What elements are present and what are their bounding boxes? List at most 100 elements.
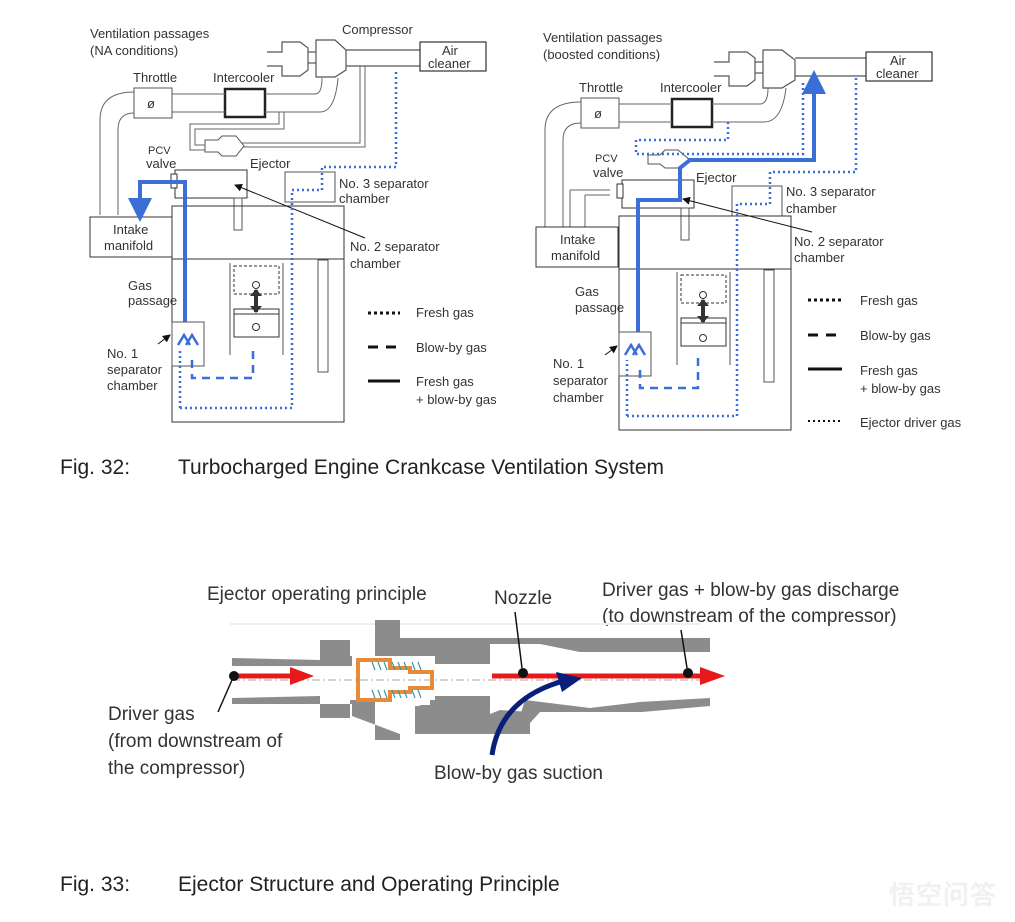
air-cleaner-label-1: Air xyxy=(442,43,459,58)
title-line1: Ventilation passages xyxy=(543,30,663,45)
throttle-symbol: ø xyxy=(594,106,602,121)
nozzle-label: Nozzle xyxy=(494,588,552,609)
no2-pointer xyxy=(234,183,366,239)
gas-passage-label-2: passage xyxy=(128,293,177,308)
title-line2: (NA conditions) xyxy=(90,43,178,58)
intake-label-1: Intake xyxy=(113,222,148,237)
throttle-box xyxy=(580,97,620,129)
no3-label-2: chamber xyxy=(786,201,837,216)
principle-label: Ejector operating principle xyxy=(207,584,427,605)
legend-item: Ejector driver gas xyxy=(860,415,962,430)
no1-label-3: chamber xyxy=(107,378,158,393)
intercooler-label: Intercooler xyxy=(660,80,722,95)
no1-label-2: separator xyxy=(107,362,163,377)
no3-label-1: No. 3 separator xyxy=(339,176,429,191)
no1-label-1: No. 1 xyxy=(107,346,138,361)
no2-label-1: No. 2 separator xyxy=(350,239,440,254)
driver-leader xyxy=(217,679,233,713)
legend-item: Fresh gas xyxy=(860,293,918,308)
no3-separator-box xyxy=(731,185,783,217)
air-cleaner-label-2: cleaner xyxy=(428,56,471,71)
no1-label-3: chamber xyxy=(553,390,604,405)
air-cleaner-box xyxy=(865,51,933,82)
intercooler-label: Intercooler xyxy=(213,70,275,85)
blowby-suction-arrowhead xyxy=(556,672,582,692)
legend-boosted: Fresh gas Blow-by gas Fresh gas + blow-b… xyxy=(808,293,962,430)
intake-manifold-box xyxy=(89,216,173,258)
no2-separator-box xyxy=(621,179,695,209)
compressor-label: Compressor xyxy=(342,22,413,37)
driver-gas-arrowhead-in xyxy=(290,667,314,685)
check-valve xyxy=(356,658,434,702)
piston xyxy=(229,263,284,355)
ejector-driver-flow xyxy=(634,82,805,156)
dipstick xyxy=(317,259,329,373)
gas-passage-label-2: passage xyxy=(575,300,624,315)
discharge-label-1: Driver gas + blow-by gas discharge xyxy=(602,580,899,601)
no1-label-1: No. 1 xyxy=(553,356,584,371)
piston xyxy=(676,272,731,365)
air-cleaner-label-2: cleaner xyxy=(876,66,919,81)
legend-item: Blow-by gas xyxy=(860,328,931,343)
no3-label-1: No. 3 separator xyxy=(786,184,876,199)
fig33-caption-title: Ejector Structure and Operating Principl… xyxy=(178,873,560,896)
blowby-flow xyxy=(190,345,255,380)
nozzle-point xyxy=(518,668,528,678)
no3-label-2: chamber xyxy=(339,191,390,206)
legend-item: Blow-by gas xyxy=(416,340,487,355)
flow-paths xyxy=(128,72,398,410)
ejector xyxy=(647,149,691,169)
oil-return xyxy=(680,207,690,241)
compressor xyxy=(714,49,866,89)
diagram-boosted-conditions: Ventilation passages (boosted conditions… xyxy=(535,30,962,431)
legend-item: Fresh gas xyxy=(416,305,474,320)
diagram-na-conditions: Ventilation passages (NA conditions) Com… xyxy=(89,22,497,423)
no1-pointer xyxy=(604,345,618,356)
driver-label-2: (from downstream of xyxy=(108,731,283,752)
blowby-suction-arrow xyxy=(489,679,561,756)
fig33-caption-number: Fig. 33: xyxy=(60,873,131,896)
no3-separator-box xyxy=(284,171,336,203)
fresh-gas-flow xyxy=(625,78,858,418)
ejector-label: Ejector xyxy=(696,170,737,185)
legend-item: Fresh gas xyxy=(416,374,474,389)
blowby-flow xyxy=(638,355,700,390)
legend-na: Fresh gas Blow-by gas Fresh gas + blow-b… xyxy=(368,305,497,407)
pipes xyxy=(544,87,787,228)
dipstick xyxy=(763,269,775,383)
pcv-valve xyxy=(616,183,624,199)
legend-item: Fresh gas xyxy=(860,363,918,378)
ejector-label: Ejector xyxy=(250,156,291,171)
no2-label-1: No. 2 separator xyxy=(794,234,884,249)
driver-gas-arrowhead-out xyxy=(700,667,725,685)
no1-pointer xyxy=(157,334,171,345)
engine-block xyxy=(171,205,345,423)
separator-arrows xyxy=(623,342,647,356)
pcv-label-1: PCV xyxy=(595,153,618,165)
intake-label-2: manifold xyxy=(551,248,600,263)
no2-pointer xyxy=(682,196,813,233)
fresh-gas-flow xyxy=(178,72,398,410)
ejector-cross-section: Ejector operating principle Nozzle Drive… xyxy=(108,580,899,784)
air-cleaner-box xyxy=(419,41,487,72)
oil-return xyxy=(233,197,243,231)
intercooler-box xyxy=(223,87,267,119)
no2-label-2: chamber xyxy=(794,250,845,265)
gas-passage-label-1: Gas xyxy=(128,278,152,293)
driver-inlet-point xyxy=(229,671,239,681)
throttle-label: Throttle xyxy=(579,80,623,95)
nozzle-leader xyxy=(514,611,523,669)
intake-label-1: Intake xyxy=(560,232,595,247)
throttle-symbol: ø xyxy=(147,96,155,111)
suction-label: Blow-by gas suction xyxy=(434,763,603,784)
separator-arrows xyxy=(176,332,200,346)
no1-label-2: separator xyxy=(553,373,609,388)
title-line2: (boosted conditions) xyxy=(543,47,660,62)
legend-item-sub: + blow-by gas xyxy=(416,392,497,407)
title-line1: Ventilation passages xyxy=(90,26,210,41)
spring xyxy=(371,661,422,699)
no2-label-2: chamber xyxy=(350,256,401,271)
pcv-label-2: valve xyxy=(146,156,176,171)
legend-item-sub: + blow-by gas xyxy=(860,381,941,396)
